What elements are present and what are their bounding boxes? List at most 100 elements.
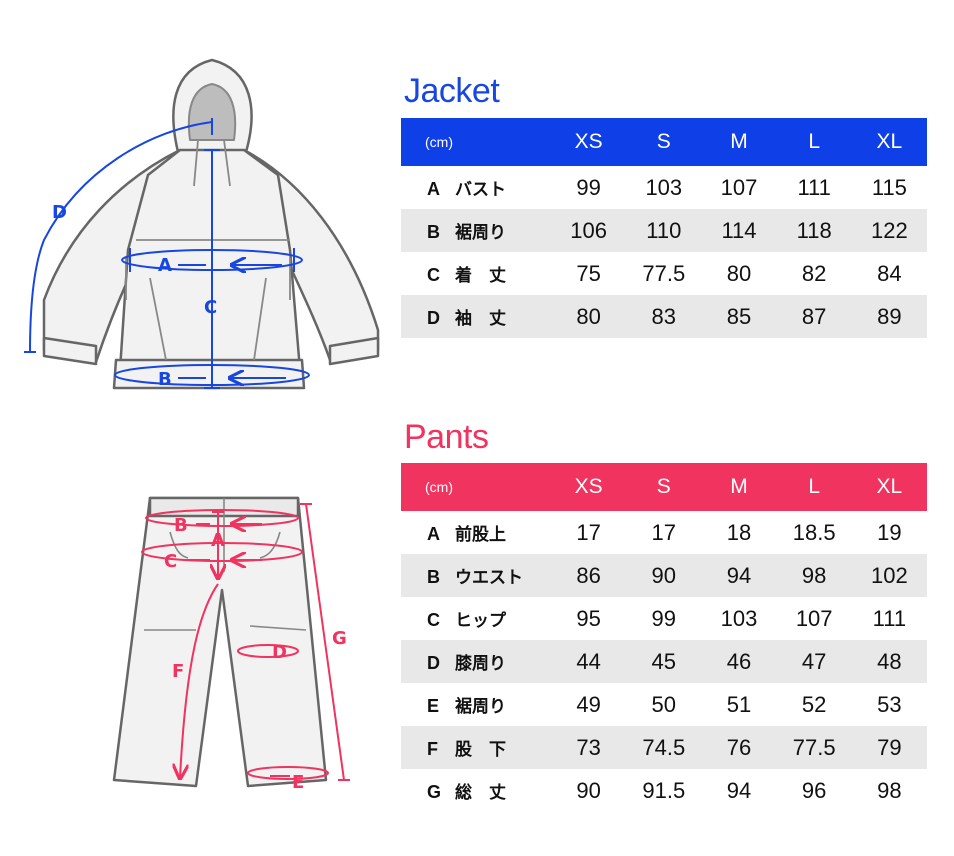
- table-cell: 45: [626, 640, 702, 683]
- jacket-measure-b-ellipse: [114, 364, 310, 386]
- pants-measure-c-ellipse: [141, 542, 303, 562]
- size-header: L: [808, 475, 821, 498]
- size-header: S: [656, 130, 671, 153]
- table-cell: 98: [776, 554, 852, 597]
- table-cell: 18: [726, 519, 752, 545]
- unit-label: (cm): [425, 479, 453, 495]
- table-cell: 73: [551, 726, 627, 769]
- table-cell: 51: [726, 691, 752, 717]
- table-cell: 91.5: [642, 777, 686, 803]
- table-cell: 87: [776, 295, 852, 338]
- table-cell: 89: [851, 295, 927, 338]
- table-cell: 76: [701, 726, 777, 769]
- table-cell: 86: [551, 554, 627, 597]
- table-cell: 85: [701, 295, 777, 338]
- jacket-label-d: D: [52, 202, 67, 223]
- table-cell: 98: [877, 777, 902, 803]
- table-cell: 90: [626, 554, 702, 597]
- table-cell: 99: [576, 174, 601, 200]
- unit-label: (cm): [425, 134, 453, 150]
- pants-label-g: G: [332, 628, 347, 649]
- table-cell: 94: [701, 554, 777, 597]
- size-header: S: [656, 475, 671, 498]
- pants-measure-e-ellipse: [247, 766, 329, 780]
- jacket-label-b: B: [158, 369, 172, 390]
- table-cell: 118: [776, 209, 852, 252]
- table-cell: 48: [851, 640, 927, 683]
- table-cell: 111: [797, 174, 831, 200]
- table-cell: 122: [851, 209, 927, 252]
- pants-measure-f-line: [180, 583, 219, 778]
- pants-title: Pants: [404, 418, 489, 456]
- jacket-label-a: A: [158, 255, 172, 276]
- table-cell: 17: [651, 519, 677, 545]
- table-cell: 18.5: [792, 519, 836, 545]
- table-cell: 84: [877, 260, 902, 286]
- table-cell: 49: [576, 691, 601, 717]
- table-cell: 80: [551, 295, 627, 338]
- size-header: XL: [876, 130, 903, 153]
- pants-label-c: C: [164, 551, 177, 572]
- table-cell: 107: [720, 174, 758, 200]
- table-cell: 103: [720, 605, 758, 631]
- size-header: XS: [574, 130, 603, 153]
- pants-label-e: E: [292, 772, 304, 793]
- jacket-title: Jacket: [404, 72, 500, 110]
- table-cell: 75: [576, 260, 601, 286]
- pants-label-d: D: [272, 642, 287, 663]
- table-cell: 44: [551, 640, 627, 683]
- table-cell: 94: [726, 777, 752, 803]
- pants-measure-d-ellipse: [237, 644, 299, 658]
- table-cell: 103: [645, 174, 683, 200]
- table-cell: 110: [626, 209, 702, 252]
- size-header: M: [730, 130, 748, 153]
- table-cell: 96: [801, 777, 827, 803]
- table-cell: 90: [576, 777, 601, 803]
- table-cell: 111: [872, 605, 907, 631]
- jacket-illustration: D A C B: [24, 58, 380, 390]
- jacket-measure-a-ellipse: [121, 249, 303, 271]
- table-cell: 106: [551, 209, 627, 252]
- table-cell: 99: [651, 605, 677, 631]
- table-cell: 115: [871, 174, 907, 200]
- pants-measure-b-ellipse: [145, 509, 299, 527]
- table-cell: 74.5: [626, 726, 702, 769]
- size-header: XS: [574, 475, 603, 498]
- table-cell: 50: [651, 691, 677, 717]
- table-cell: 79: [851, 726, 927, 769]
- jacket-measure-d-line: [29, 121, 213, 353]
- table-cell: 77.5: [776, 726, 852, 769]
- table-cell: 83: [626, 295, 702, 338]
- pants-label-a: A: [211, 530, 225, 551]
- table-cell: 46: [701, 640, 777, 683]
- size-header: M: [730, 475, 748, 498]
- pants-label-b: B: [174, 515, 188, 536]
- table-cell: 52: [801, 691, 827, 717]
- table-cell: 77.5: [642, 260, 686, 286]
- pants-illustration: B A C D F G E: [112, 496, 350, 793]
- size-header: L: [808, 130, 821, 153]
- jacket-header-row: (cm) XS S M L XL: [401, 118, 927, 166]
- pants-header-row: (cm) XS S M L XL: [401, 463, 927, 511]
- table-cell: 19: [877, 519, 902, 545]
- table-cell: 102: [851, 554, 927, 597]
- jacket-label-c: C: [204, 297, 217, 318]
